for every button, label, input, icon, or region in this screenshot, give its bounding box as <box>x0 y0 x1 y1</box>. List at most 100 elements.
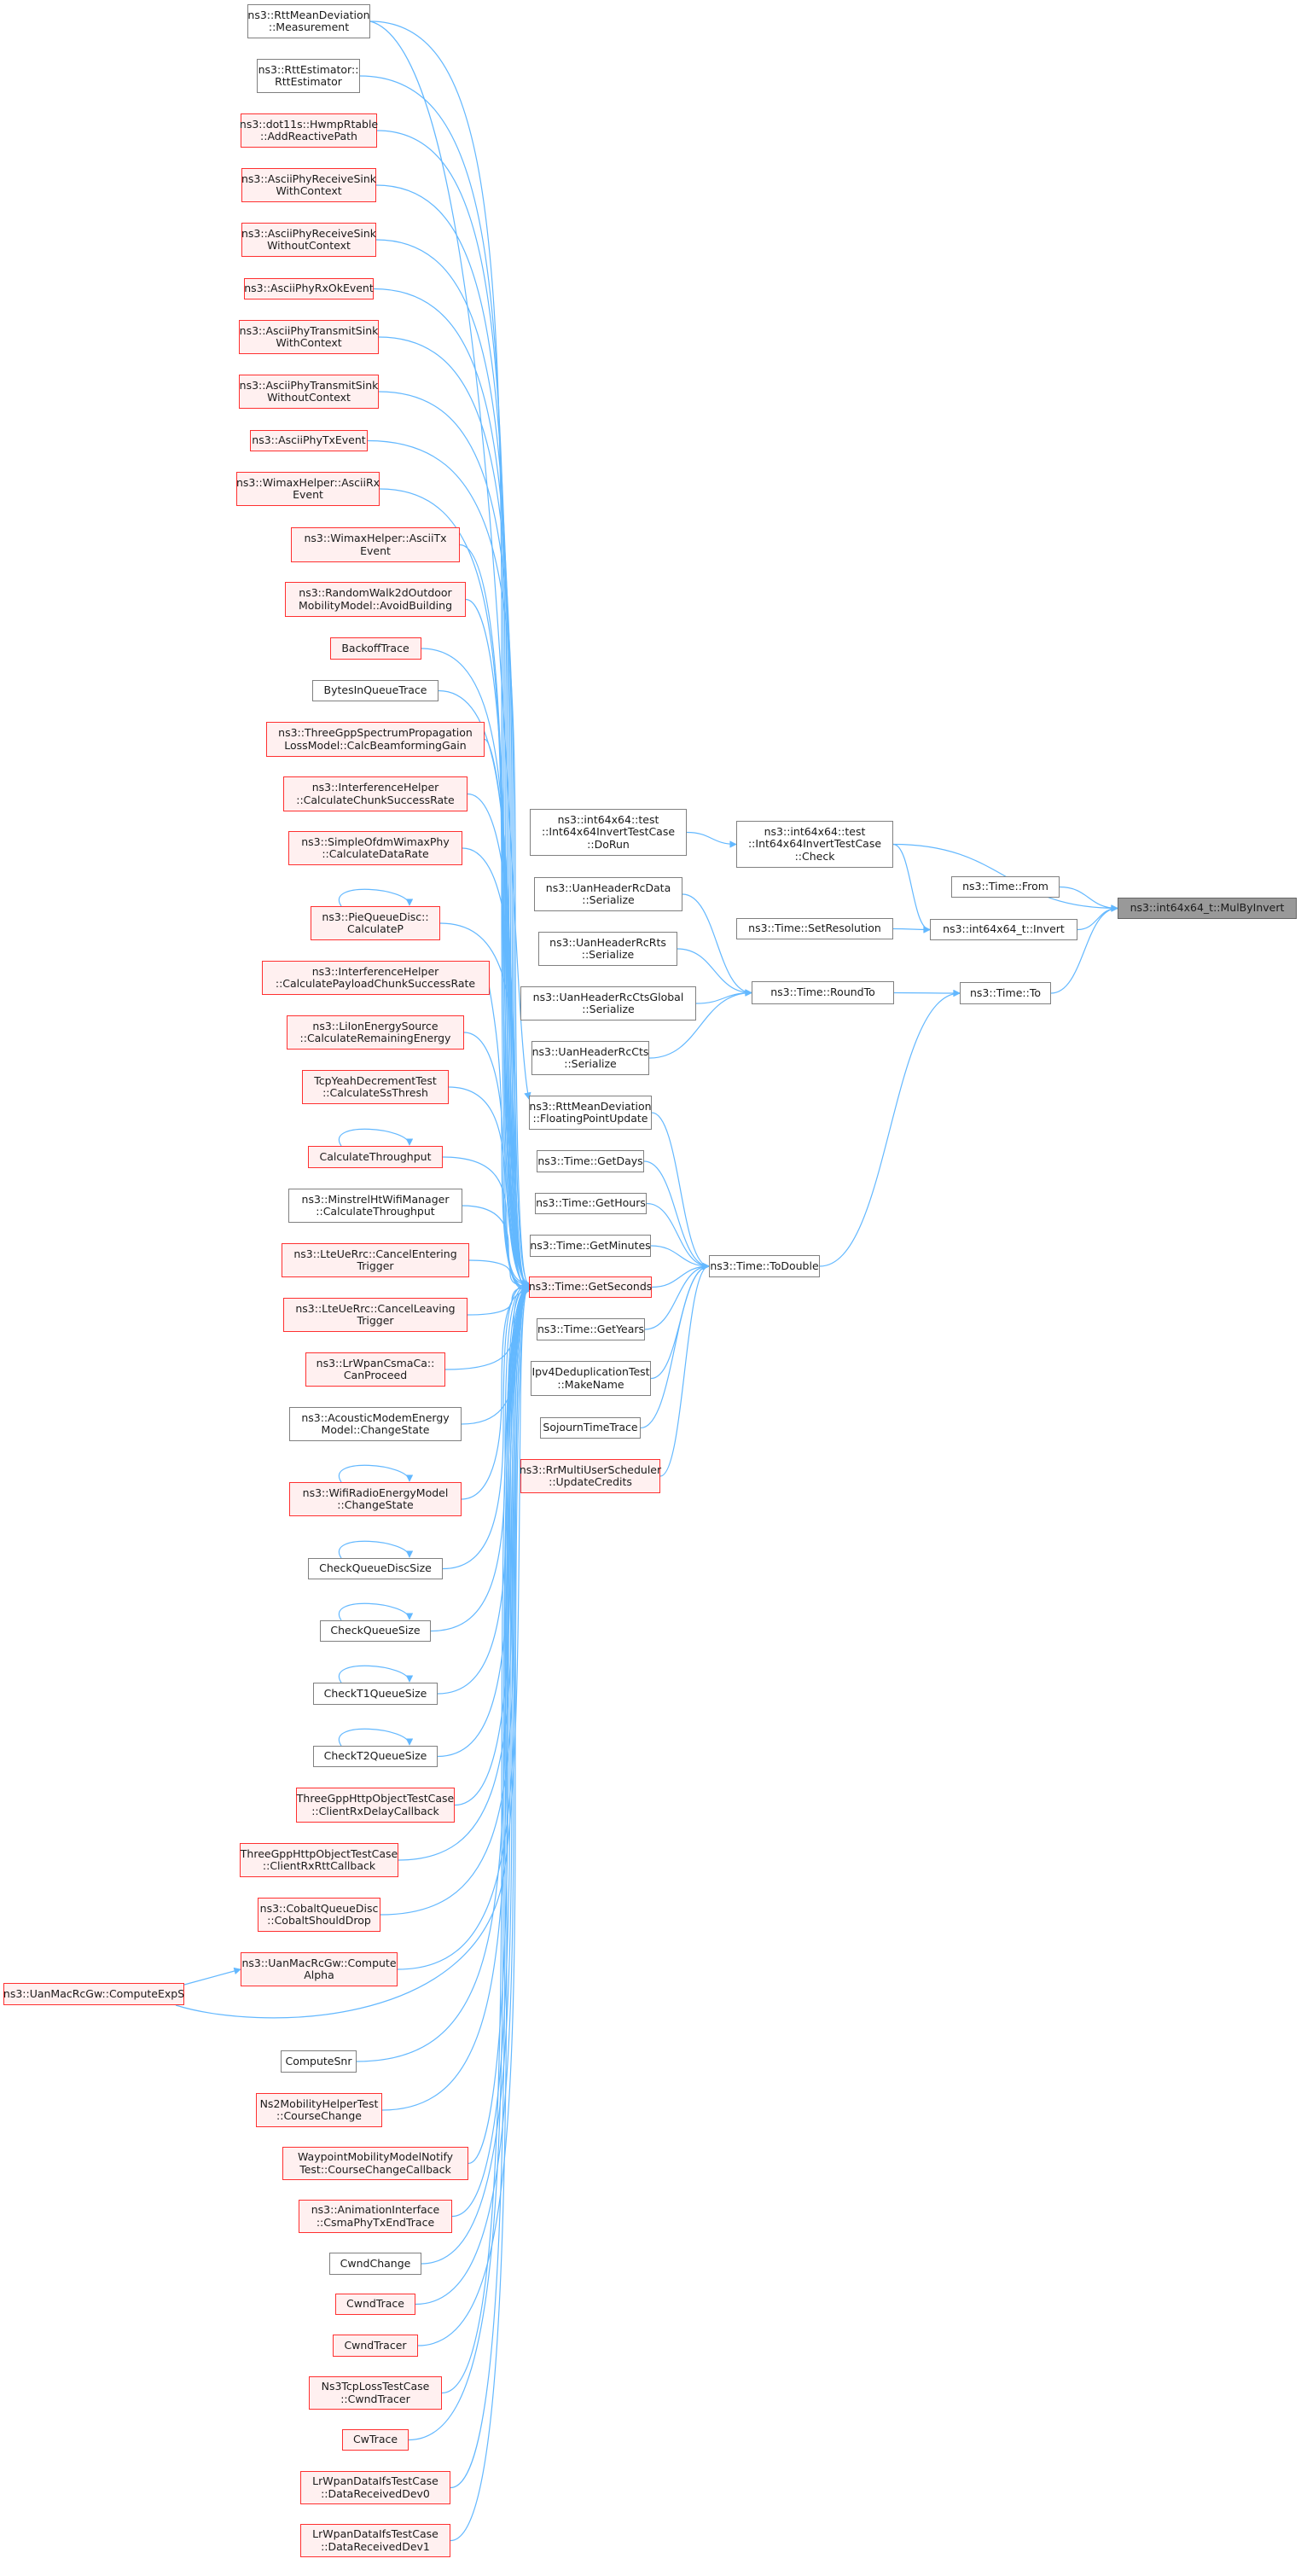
graph-node-updatecredits[interactable]: ns3::RrMultiUserScheduler ::UpdateCredit… <box>520 1459 661 1493</box>
edge-computesnr-to-getseconds <box>356 1283 530 2062</box>
graph-node-dev1[interactable]: LrWpanDataIfsTestCase ::DataReceivedDev1 <box>300 2524 450 2557</box>
graph-node-cancelentering[interactable]: ns3::LteUeRrc::CancelEntering Trigger <box>282 1243 469 1277</box>
graph-node-payloadchunk[interactable]: ns3::InterferenceHelper ::CalculatePaylo… <box>261 961 490 995</box>
graph-node-checkt2[interactable]: CheckT2QueueSize <box>313 1746 438 1767</box>
graph-node-canproceed[interactable]: ns3::LrWpanCsmaCa:: CanProceed <box>305 1352 445 1387</box>
graph-node-ssthresh[interactable]: TcpYeahDecrementTest ::CalculateSsThresh <box>302 1070 449 1104</box>
edge-getminutes-to-todouble <box>650 1245 710 1271</box>
graph-node-waypoint[interactable]: WaypointMobilityModelNotify Test::Course… <box>282 2147 468 2180</box>
edge-check-to-invert <box>892 843 931 933</box>
edge-rxdelay-to-getseconds <box>454 1284 530 1806</box>
graph-node-cwndchange[interactable]: CwndChange <box>329 2253 421 2275</box>
graph-node-getdays[interactable]: ns3::Time::GetDays <box>537 1150 644 1172</box>
graph-node-beamforming[interactable]: ns3::ThreeGppSpectrumPropagation LossMod… <box>266 722 485 757</box>
graph-node-from[interactable]: ns3::Time::From <box>951 876 1060 898</box>
graph-node-rttestimator[interactable]: ns3::RttEstimator:: RttEstimator <box>257 59 360 93</box>
graph-node-to[interactable]: ns3::Time::To <box>960 982 1051 1004</box>
edge-datarate-to-getseconds <box>462 847 530 1290</box>
graph-node-minstrel[interactable]: ns3::MinstrelHtWifiManager ::CalculateTh… <box>288 1189 462 1223</box>
graph-node-getyears[interactable]: ns3::Time::GetYears <box>537 1318 645 1340</box>
graph-node-rcrts[interactable]: ns3::UanHeaderRcRts ::Serialize <box>538 932 677 966</box>
graph-node-wimaxtx[interactable]: ns3::WimaxHelper::AsciiTx Event <box>291 527 460 562</box>
self-loop-edge-checkqueuesize <box>338 1602 414 1621</box>
graph-node-cwndtracer[interactable]: CwndTracer <box>333 2335 418 2357</box>
graph-node-remainingenergy[interactable]: ns3::LiIonEnergySource ::CalculateRemain… <box>287 1015 464 1050</box>
edge-dev1-to-getseconds <box>450 1287 530 2542</box>
graph-node-makename[interactable]: Ipv4DeduplicationTest ::MakeName <box>531 1361 651 1396</box>
edge-computeexps-to-computealpha <box>183 1967 241 1986</box>
graph-node-cwndtrace[interactable]: CwndTrace <box>335 2294 415 2315</box>
graph-node-rcdata[interactable]: ns3::UanHeaderRcData ::Serialize <box>534 877 682 911</box>
graph-node-csmaphytx[interactable]: ns3::AnimationInterface ::CsmaPhyTxEndTr… <box>299 2200 452 2233</box>
graph-node-avoidbuilding[interactable]: ns3::RandomWalk2dOutdoor MobilityModel::… <box>285 582 466 617</box>
graph-node-roundto[interactable]: ns3::Time::RoundTo <box>752 981 894 1004</box>
self-loop-edge-wifiradiochange <box>338 1464 414 1483</box>
edge-csmaphytx-to-getseconds <box>451 1287 530 2218</box>
graph-node-getminutes[interactable]: ns3::Time::GetMinutes <box>530 1235 651 1257</box>
graph-node-getseconds[interactable]: ns3::Time::GetSeconds <box>529 1276 652 1298</box>
graph-node-wifiradiochange[interactable]: ns3::WifiRadioEnergyModel ::ChangeState <box>289 1482 462 1516</box>
graph-node-dorun[interactable]: ns3::int64x64::test ::Int64x64InvertTest… <box>530 809 687 856</box>
graph-node-wimaxrx[interactable]: ns3::WimaxHelper::AsciiRx Event <box>236 472 380 506</box>
edge-getseconds-to-todouble <box>651 1262 710 1288</box>
graph-node-backofftrace[interactable]: BackoffTrace <box>329 637 421 660</box>
graph-node-addreactivepath[interactable]: ns3::dot11s::HwmpRtable ::AddReactivePat… <box>240 113 378 148</box>
graph-node-invert[interactable]: ns3::int64x64_t::Invert <box>930 919 1077 940</box>
graph-node-dev0[interactable]: LrWpanDataIfsTestCase ::DataReceivedDev0 <box>300 2471 450 2504</box>
edge-from-to-mulbyinvert <box>1059 886 1118 912</box>
graph-node-cwtrace[interactable]: CwTrace <box>342 2429 409 2451</box>
edge-minstrel-to-getseconds <box>462 1205 530 1288</box>
edge-rcctsglobal-to-roundto <box>695 989 752 1004</box>
graph-node-checkt1[interactable]: CheckT1QueueSize <box>313 1683 438 1705</box>
graph-node-rxsinkwithout[interactable]: ns3::AsciiPhyReceiveSink WithoutContext <box>241 223 376 257</box>
graph-node-setresolution[interactable]: ns3::Time::SetResolution <box>736 918 893 939</box>
self-loop-edge-calcthroughput <box>338 1128 414 1147</box>
edge-payloadchunk-to-getseconds <box>487 977 530 1293</box>
graph-node-computealpha[interactable]: ns3::UanMacRcGw::Compute Alpha <box>241 1952 398 1986</box>
graph-node-datarate[interactable]: ns3::SimpleOfdmWimaxPhy ::CalculateDataR… <box>288 831 462 865</box>
graph-node-acousticchange[interactable]: ns3::AcousticModemEnergy Model::ChangeSt… <box>289 1407 462 1441</box>
graph-node-ns2course[interactable]: Ns2MobilityHelperTest ::CourseChange <box>256 2093 382 2127</box>
edge-rxsinkwithout-to-getseconds <box>375 239 530 1293</box>
edge-checkt2-to-getseconds <box>437 1283 530 1758</box>
graph-node-cancelleaving[interactable]: ns3::LteUeRrc::CancelLeaving Trigger <box>283 1298 468 1332</box>
graph-node-todouble[interactable]: ns3::Time::ToDouble <box>709 1255 820 1277</box>
graph-node-txsinkwith[interactable]: ns3::AsciiPhyTransmitSink WithContext <box>239 320 379 354</box>
graph-node-calcthroughput[interactable]: CalculateThroughput <box>308 1146 443 1168</box>
graph-node-computeexps[interactable]: ns3::UanMacRcGw::ComputeExpS <box>3 1983 184 2005</box>
edge-cancelleaving-to-getseconds <box>467 1283 530 1316</box>
graph-node-check[interactable]: ns3::int64x64::test ::Int64x64InvertTest… <box>736 821 893 868</box>
graph-node-checkqueuedisc[interactable]: CheckQueueDiscSize <box>308 1558 443 1579</box>
edge-getyears-to-todouble <box>644 1262 710 1330</box>
graph-node-sojourn[interactable]: SojournTimeTrace <box>540 1417 641 1439</box>
graph-node-computesnr[interactable]: ComputeSnr <box>281 2050 357 2073</box>
edge-updatecredits-to-todouble <box>659 1262 710 1477</box>
edge-getdays-to-todouble <box>643 1160 710 1271</box>
edge-dorun-to-check <box>686 831 737 848</box>
graph-node-checkqueuesize[interactable]: CheckQueueSize <box>320 1620 431 1642</box>
graph-node-txevent[interactable]: ns3::AsciiPhyTxEvent <box>250 430 368 451</box>
graph-node-rccts[interactable]: ns3::UanHeaderRcCts ::Serialize <box>531 1041 649 1075</box>
graph-node-floatingpoint[interactable]: ns3::RttMeanDeviation ::FloatingPointUpd… <box>529 1096 652 1130</box>
edge-chunksuccess-to-getseconds <box>467 793 530 1288</box>
graph-node-txsinkwithout[interactable]: ns3::AsciiPhyTransmitSink WithoutContext <box>239 375 379 409</box>
graph-node-rxdelay[interactable]: ThreeGppHttpObjectTestCase ::ClientRxDel… <box>296 1788 455 1823</box>
graph-node-measurement[interactable]: ns3::RttMeanDeviation ::Measurement <box>247 4 370 38</box>
edge-cwtrace-to-getseconds <box>408 1284 530 2441</box>
graph-node-chunksuccess[interactable]: ns3::InterferenceHelper ::CalculateChunk… <box>283 776 468 811</box>
graph-node-gethours[interactable]: ns3::Time::GetHours <box>535 1193 647 1214</box>
graph-node-calculatep[interactable]: ns3::PieQueueDisc:: CalculateP <box>311 906 440 940</box>
edge-rcdata-to-roundto <box>682 893 752 997</box>
self-loop-edge-checkqueuedisc <box>338 1540 414 1559</box>
graph-node-rxsinkwith[interactable]: ns3::AsciiPhyReceiveSink WithContext <box>241 168 376 202</box>
edge-floatingpoint-to-todouble <box>651 1112 710 1271</box>
graph-node-rxokevent[interactable]: ns3::AsciiPhyRxOkEvent <box>244 278 374 299</box>
graph-node-rcctsglobal[interactable]: ns3::UanHeaderRcCtsGlobal ::Serialize <box>520 986 696 1021</box>
graph-node-ns3tcploss[interactable]: Ns3TcpLossTestCase ::CwndTracer <box>309 2376 442 2410</box>
edge-setresolution-to-invert <box>892 926 931 933</box>
graph-node-bytesinqueue[interactable]: BytesInQueueTrace <box>312 680 439 701</box>
graph-node-cobalt[interactable]: ns3::CobaltQueueDisc ::CobaltShouldDrop <box>258 1898 380 1932</box>
self-loop-edge-calculatep <box>338 888 414 907</box>
graph-node-rxrtt[interactable]: ThreeGppHttpObjectTestCase ::ClientRxRtt… <box>240 1843 398 1877</box>
